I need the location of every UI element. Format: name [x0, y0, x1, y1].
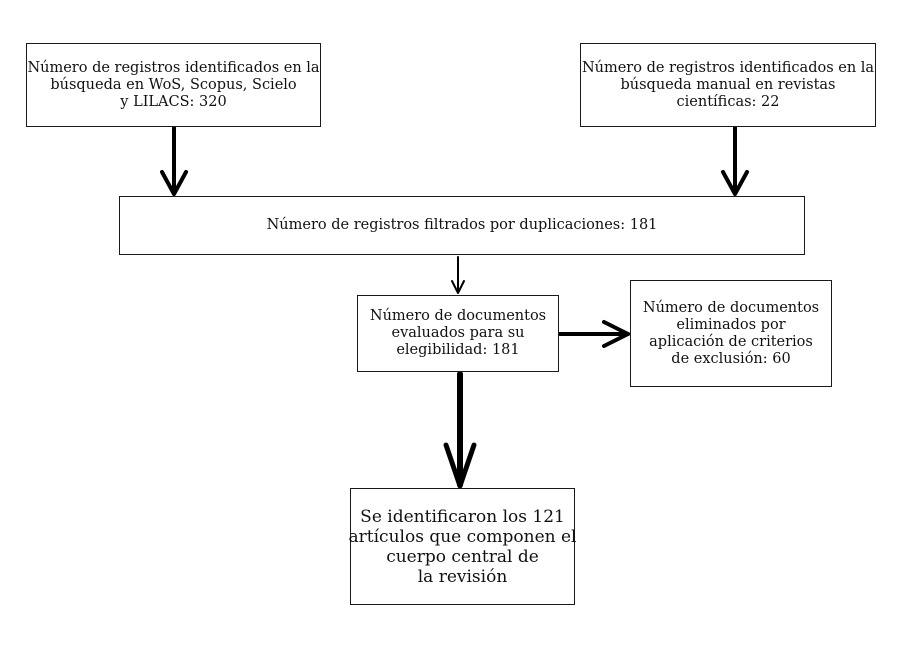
- eligibility-line-3: elegibilidad: 181: [396, 342, 520, 358]
- final-line-1: Se identificaron los 121: [360, 506, 565, 527]
- final-line-3: cuerpo central de: [386, 546, 539, 567]
- arrow-database-to-filtered-head: [160, 170, 188, 196]
- manual-search-line-1: Número de registros identificados en la: [581, 59, 875, 76]
- filtered-duplicates-box: Número de registros filtrados por duplic…: [119, 196, 805, 255]
- manual-search-line-3: científicas: 22: [676, 93, 780, 110]
- final-line-4: la revisión: [417, 566, 508, 587]
- arrow-eligibility-to-final-head: [443, 442, 477, 489]
- manual-search-line-2: búsqueda manual en revistas: [620, 76, 836, 93]
- eligibility-line-2: evaluados para su: [391, 325, 525, 341]
- excluded-line-1: Número de documentos: [642, 299, 820, 316]
- manual-search-box: Número de registros identificados en la …: [580, 43, 876, 127]
- excluded-line-2: eliminados por: [676, 316, 786, 333]
- final-articles-box: Se identificaron los 121 artículos que c…: [348, 488, 577, 605]
- database-search-line-1: Número de registros identificados en la: [27, 59, 320, 76]
- arrow-eligibility-to-excluded-head: [602, 320, 630, 348]
- arrow-manual-to-filtered-head: [721, 170, 749, 196]
- arrow-filtered-to-eligibility-head: [451, 280, 465, 294]
- excluded-line-3: aplicación de criterios: [649, 333, 813, 350]
- database-search-line-2: búsqueda en WoS, Scopus, Scielo: [50, 76, 297, 93]
- filtered-duplicates-line-1: Número de registros filtrados por duplic…: [266, 217, 658, 233]
- database-search-line-3: y LILACS: 320: [120, 93, 227, 110]
- eligibility-box: Número de documentos evaluados para su e…: [357, 295, 559, 372]
- database-search-box: Número de registros identificados en la …: [26, 43, 321, 127]
- excluded-line-4: de exclusión: 60: [671, 350, 791, 367]
- eligibility-line-1: Número de documentos: [369, 308, 547, 324]
- excluded-box: Número de documentos eliminados por apli…: [630, 280, 832, 387]
- final-line-2: artículos que componen el: [348, 526, 577, 547]
